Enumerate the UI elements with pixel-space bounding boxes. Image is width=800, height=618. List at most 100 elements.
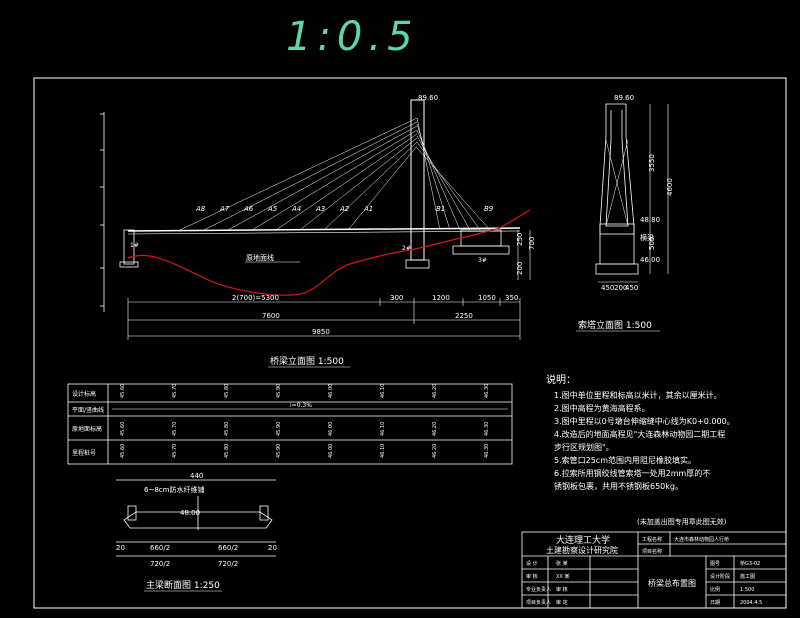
table-cell: 46.20	[432, 384, 438, 398]
tower-side-top-elev: 89.60	[614, 94, 634, 102]
tower-elev-1: 48.80	[640, 216, 660, 224]
stay-cable	[227, 125, 418, 231]
section-note: 6~8cm防水纤维铺	[144, 485, 204, 494]
table-cell: 46.00	[328, 444, 334, 458]
note-item: 5.索管口25cm范围内用阻尼橡胶填实。	[554, 456, 697, 465]
vdim-200: 200	[516, 262, 524, 275]
note-item: 2.图中高程为黄海高程系。	[554, 404, 650, 413]
cable-label: A7	[219, 205, 230, 213]
profile-table	[67, 383, 513, 465]
cable-label: A5	[267, 205, 278, 213]
bridge-deck-bottom	[127, 230, 521, 235]
tower-base-dim-1: 450	[601, 284, 614, 292]
bridge-deck	[127, 227, 521, 232]
table-cell: 46.00	[328, 422, 334, 436]
tower-beam-label: 横梁	[640, 233, 654, 242]
note-item: 6.拉索所用钢绞线管索塔一处用2mm厚的不	[554, 469, 711, 478]
table-cell: 45.60	[120, 422, 126, 436]
note-item: 步行区规划图"。	[554, 443, 614, 452]
tower-title: 索塔立面图 1:500	[578, 319, 652, 331]
tower-base-dim-2: 200	[614, 284, 627, 292]
cable-label: A3	[315, 205, 325, 213]
stay-cable	[179, 117, 418, 231]
tower-footing	[405, 259, 430, 269]
stay-cable	[299, 137, 418, 231]
left-abutment	[123, 229, 135, 265]
back-stay-cable	[416, 129, 461, 231]
tb-sign-value: 审 核	[556, 586, 568, 593]
tb-row-label: 项目负责人	[526, 599, 551, 606]
cable-label: A1	[363, 205, 373, 213]
tb-right-label: 设计阶段	[710, 573, 730, 580]
table-cell: 45.70	[172, 444, 178, 458]
tb-right-value: 桥G3-02	[740, 560, 760, 567]
table-cell: 45.90	[276, 384, 282, 398]
tb-row-label: 设 计	[526, 560, 538, 567]
dim-7600: 7600	[262, 312, 280, 320]
tb-drawing-title: 桥梁总布置图	[648, 578, 696, 588]
tower-dimensions	[598, 104, 669, 283]
tower-base-dim-3: 450	[625, 284, 638, 292]
elevation-title: 桥梁立面图 1:500	[270, 355, 344, 367]
scale-title: 1:0.5	[286, 14, 419, 60]
table-cell: 45.60	[120, 384, 126, 398]
stay-cables	[179, 117, 491, 231]
vdim-700: 700	[528, 237, 536, 250]
table-cell: 46.30	[484, 444, 490, 458]
elevation-ruler	[100, 112, 105, 312]
dim-350: 350	[505, 294, 518, 302]
tb-project-label: 工程名称	[642, 536, 662, 543]
back-pier-cap	[460, 229, 502, 247]
back-stay-cable	[416, 147, 491, 231]
dim-1050: 1050	[478, 294, 496, 302]
note-item: 3.图中里程以0号墩台伸缩缝中心线为K0+0.000。	[554, 417, 735, 426]
tb-row-label: 专业负责人	[526, 586, 551, 593]
tb-project-name: 大连市森林动物园人行桥	[674, 536, 729, 543]
notes-bottom: (未加盖出图专用章此图无效)	[637, 518, 727, 526]
table-cell: 46.10	[380, 444, 386, 458]
table-cell: 45.70	[172, 384, 178, 398]
table-row-label-1: 平面/竖曲线	[72, 406, 104, 414]
table-cell: 45.90	[276, 444, 282, 458]
tb-right-value: 2004.4.5	[740, 600, 762, 606]
section-dim-a1: 660/2	[150, 544, 170, 552]
table-row-label-0: 设计标高	[72, 390, 96, 398]
dim-1200: 1200	[432, 294, 450, 302]
dim-span: 2(700)=5300	[232, 294, 279, 302]
tb-sign-value: 张 某	[556, 560, 568, 567]
section-width: 440	[190, 472, 203, 480]
note-item: 锈钢板包裹，共用不锈钢板650kg。	[554, 482, 683, 491]
tb-item-label: 项目名称	[642, 548, 662, 555]
elevation-dimensions	[127, 230, 531, 340]
tb-institute: 土建勘察设计研究院	[546, 545, 618, 555]
back-stay-cable	[416, 123, 451, 231]
table-cell: 46.20	[432, 422, 438, 436]
table-cell: 45.70	[172, 422, 178, 436]
table-cell: 45.60	[120, 444, 126, 458]
stay-cable	[203, 121, 418, 231]
ground-line-label: 原地面线	[246, 253, 274, 262]
tb-right-value: 1:500	[740, 587, 754, 593]
tb-right-label: 图号	[710, 561, 720, 567]
table-profile-text: i=0.3%	[290, 402, 312, 409]
table-cell: 46.30	[484, 384, 490, 398]
section-dim-b0: 720/2	[150, 560, 170, 568]
tb-sign-value: XX 某	[556, 574, 569, 580]
tb-university: 大连理工大学	[556, 534, 610, 546]
left-footing	[119, 261, 139, 268]
notes-section: 说明： 1.图中单位里程和标高以米计，其余以厘米计。 2.图中高程为黄海高程系。…	[546, 374, 756, 493]
pier-label-1: 1#	[130, 242, 139, 249]
note-item: 4.改造后的地面高程见"大连森林动物园二期工程	[554, 430, 726, 439]
cable-label: A2	[339, 205, 350, 213]
back-stay-cable	[416, 141, 481, 231]
stay-cable	[251, 129, 418, 231]
stay-cable	[323, 141, 418, 231]
cable-label: A6	[243, 205, 254, 213]
ground-line	[127, 209, 531, 296]
tower-dim-1: 3550	[648, 154, 656, 172]
table-row-label-2: 原地面标高	[72, 425, 102, 433]
tower-top-elev: 89.60	[418, 94, 438, 102]
tower-dim-2: 4600	[666, 178, 674, 196]
section-center-elev: 48.00	[180, 509, 200, 517]
